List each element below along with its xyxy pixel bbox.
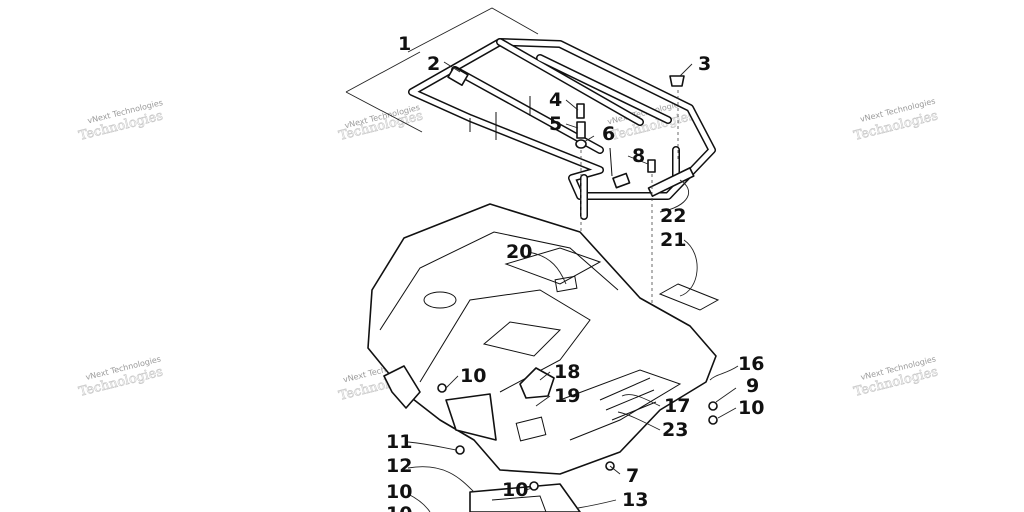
callout-10: 10: [386, 503, 412, 512]
callout-10: 10: [502, 479, 528, 501]
callout-20: 20: [506, 241, 532, 263]
callout-21: 21: [660, 229, 686, 251]
part1-bracket-side: [345, 51, 421, 93]
callout-4: 4: [549, 89, 562, 111]
callout-17: 17: [664, 395, 690, 417]
hardware-parts: [447, 66, 685, 173]
callout-5: 5: [549, 113, 562, 135]
callout-10: 10: [460, 365, 486, 387]
callout-11: 11: [386, 431, 412, 453]
bolt-4: [576, 103, 585, 119]
callout-16: 16: [738, 353, 764, 375]
callout-12: 12: [386, 455, 412, 477]
callout-6: 6: [602, 123, 615, 145]
callout-22: 22: [660, 205, 686, 227]
spacer-5: [576, 121, 586, 139]
callout-1: 1: [398, 33, 411, 55]
plug-3: [669, 75, 685, 87]
callout-10: 10: [386, 481, 412, 503]
callout-13: 13: [622, 489, 648, 511]
callout-18: 18: [554, 361, 580, 383]
part1-bracket: [407, 7, 539, 53]
rear-fender: [367, 203, 720, 475]
bracket-2: [447, 66, 469, 86]
grommet-6: [575, 139, 587, 149]
part1-bracket-lower: [345, 91, 423, 133]
callout-labels: 1 2 3 4 5 6 8 22 21 20 16 9 10 10 18 19 …: [386, 33, 764, 512]
callout-23: 23: [662, 419, 688, 441]
callout-8: 8: [632, 145, 645, 167]
leader-lines: [407, 61, 739, 512]
callout-3: 3: [698, 53, 711, 75]
callout-9: 9: [746, 375, 759, 397]
screw-8: [647, 159, 656, 173]
callout-7: 7: [626, 465, 639, 487]
callout-2: 2: [427, 53, 440, 75]
rear-rack: [408, 38, 716, 220]
callout-19: 19: [554, 385, 580, 407]
callout-10: 10: [738, 397, 764, 419]
